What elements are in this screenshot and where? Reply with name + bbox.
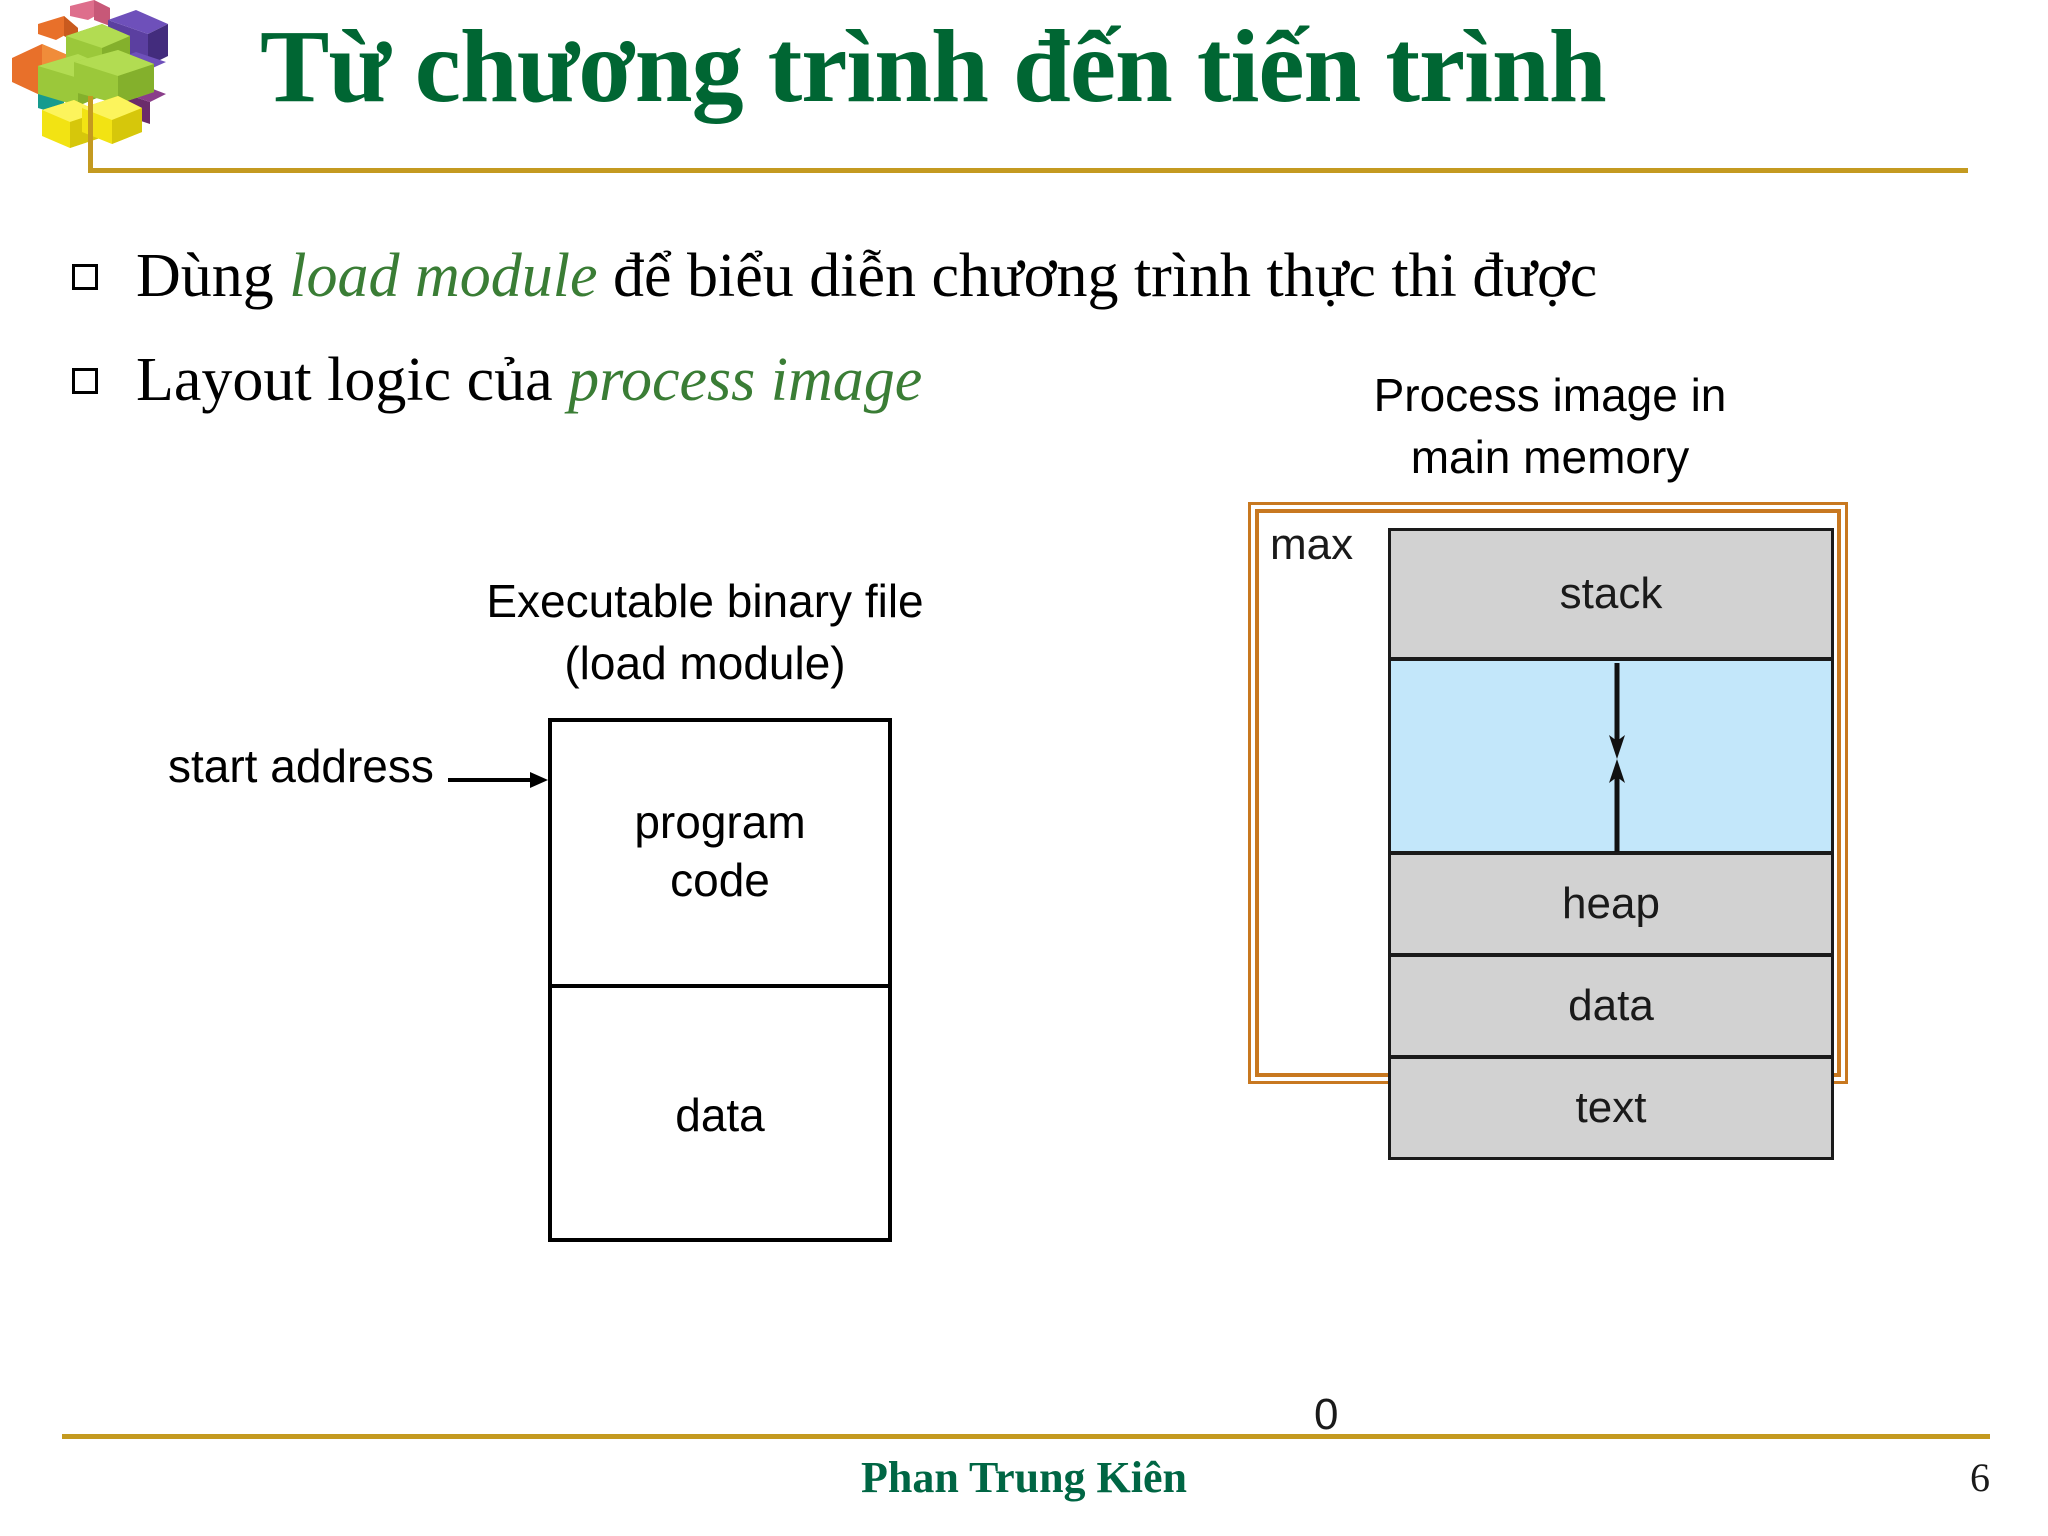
colored-blocks-logo-icon	[8, 0, 178, 160]
left-diagram-caption: Executable binary file (load module)	[395, 570, 1015, 694]
footer-rule	[62, 1434, 1990, 1439]
title-rule	[88, 168, 1968, 173]
file-segment-program-code: program code	[552, 722, 888, 980]
start-address-label: start address	[168, 740, 434, 792]
memory-segment-text-label: text	[1575, 1083, 1647, 1132]
title-rule-stem	[88, 96, 93, 172]
executable-binary-file-box: program code data	[548, 718, 892, 1242]
page-number: 6	[1970, 1455, 1990, 1500]
memory-segment-stack: stack	[1388, 528, 1834, 660]
right-caption-line-1: Process image in	[1373, 369, 1727, 421]
memory-segment-text: text	[1388, 1056, 1834, 1160]
bullet-2-part-1: process image	[568, 346, 923, 414]
memory-layout-column: stack heap data text	[1388, 528, 1834, 1160]
memory-label-max: max	[1270, 520, 1354, 569]
right-diagram-caption: Process image in main memory	[1240, 364, 1860, 488]
footer-author: Phan Trung Kiên	[860, 1453, 1188, 1502]
stack-grows-down-arrow-icon	[1607, 663, 1627, 759]
bullet-1-part-1: load module	[289, 242, 598, 310]
right-caption-line-2: main memory	[1410, 431, 1690, 483]
left-caption-line-2: (load module)	[564, 637, 846, 689]
start-address-arrow-icon	[448, 768, 548, 792]
file-segment-code-line-1: program	[634, 796, 806, 848]
memory-segment-stack-label: stack	[1559, 569, 1663, 618]
page-title: Từ chương trình đến tiến trình	[260, 9, 1607, 124]
file-segment-data-label: data	[675, 1089, 765, 1141]
heap-grows-up-arrow-icon	[1607, 759, 1627, 855]
bullet-2-part-0: Layout logic của	[136, 346, 569, 414]
left-caption-line-1: Executable binary file	[486, 575, 924, 627]
bullet-item-2: Layout logic của process image	[72, 344, 1892, 416]
memory-segment-heap-label: heap	[1562, 879, 1660, 928]
memory-label-zero: 0	[1314, 1390, 1339, 1439]
file-segment-code-line-2: code	[670, 854, 770, 906]
bullet-item-1: Dùng load module để biểu diễn chương trì…	[72, 240, 1892, 312]
bullet-square-icon	[72, 368, 98, 394]
memory-segment-heap: heap	[1388, 852, 1834, 956]
bullet-1-part-0: Dùng	[136, 242, 290, 310]
memory-segment-free-space	[1388, 658, 1834, 855]
memory-segment-data-label: data	[1568, 981, 1654, 1030]
bullet-square-icon	[72, 264, 98, 290]
memory-segment-data: data	[1388, 954, 1834, 1058]
bullet-1-part-2: để biểu diễn chương trình thực thi được	[597, 242, 1598, 310]
file-segment-data: data	[552, 984, 888, 1242]
